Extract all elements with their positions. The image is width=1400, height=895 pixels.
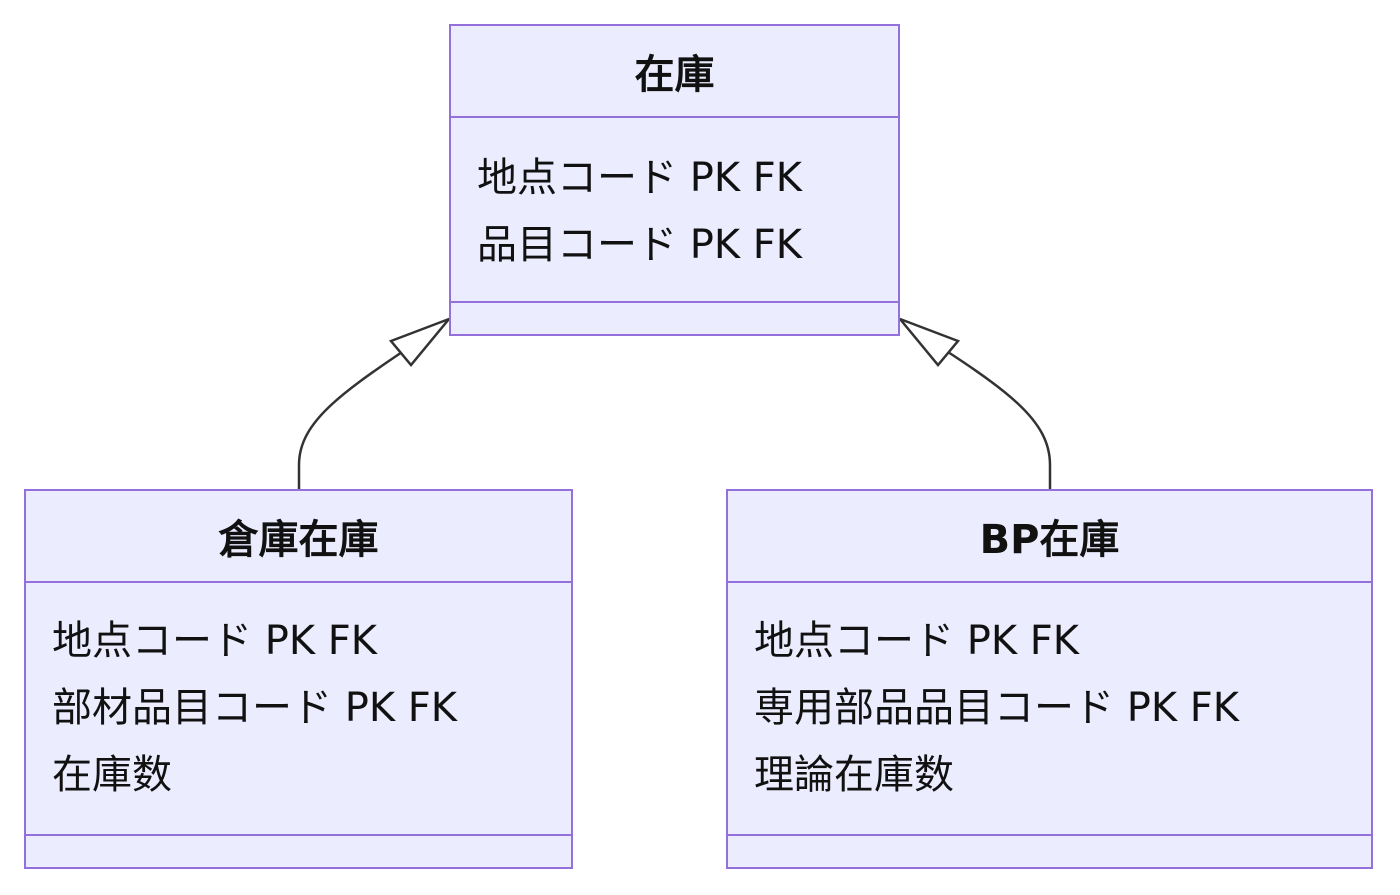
inheritance-arrowhead-zaiko-right [896,316,961,367]
inheritance-edge-bp-to-zaiko [916,330,1052,489]
class-souko-zaiko-attribute: 地点コード PK FK [52,618,378,664]
class-bp-zaiko-attributes: 地点コード PK FK 専用部品品目コード PK FK 理論在庫数 [728,583,1371,836]
class-zaiko-attribute: 品目コード PK FK [477,221,803,268]
class-souko-zaiko[interactable]: 倉庫在庫 地点コード PK FK 部材品目コード PK FK 在庫数 [24,489,573,869]
class-bp-zaiko-attribute: 理論在庫数 [754,752,954,798]
class-bp-zaiko-attribute: 専用部品品目コード PK FK [754,685,1240,731]
inheritance-arrowhead-zaiko-left [388,316,453,367]
class-bp-zaiko-attribute: 地点コード PK FK [754,618,1080,664]
class-zaiko-attribute: 地点コード PK FK [477,154,803,201]
class-souko-zaiko-attribute: 在庫数 [52,752,172,798]
class-bp-zaiko-title: BP在庫 [728,491,1371,583]
inheritance-edge-souko-to-zaiko [297,330,433,489]
class-souko-zaiko-attributes: 地点コード PK FK 部材品目コード PK FK 在庫数 [26,583,571,836]
class-zaiko-attributes: 地点コード PK FK 品目コード PK FK [451,118,898,303]
class-souko-zaiko-title: 倉庫在庫 [26,491,571,583]
class-zaiko-title: 在庫 [451,26,898,118]
class-bp-zaiko[interactable]: BP在庫 地点コード PK FK 専用部品品目コード PK FK 理論在庫数 [726,489,1373,869]
class-souko-zaiko-attribute: 部材品目コード PK FK [52,685,458,731]
class-zaiko[interactable]: 在庫 地点コード PK FK 品目コード PK FK [449,24,900,336]
